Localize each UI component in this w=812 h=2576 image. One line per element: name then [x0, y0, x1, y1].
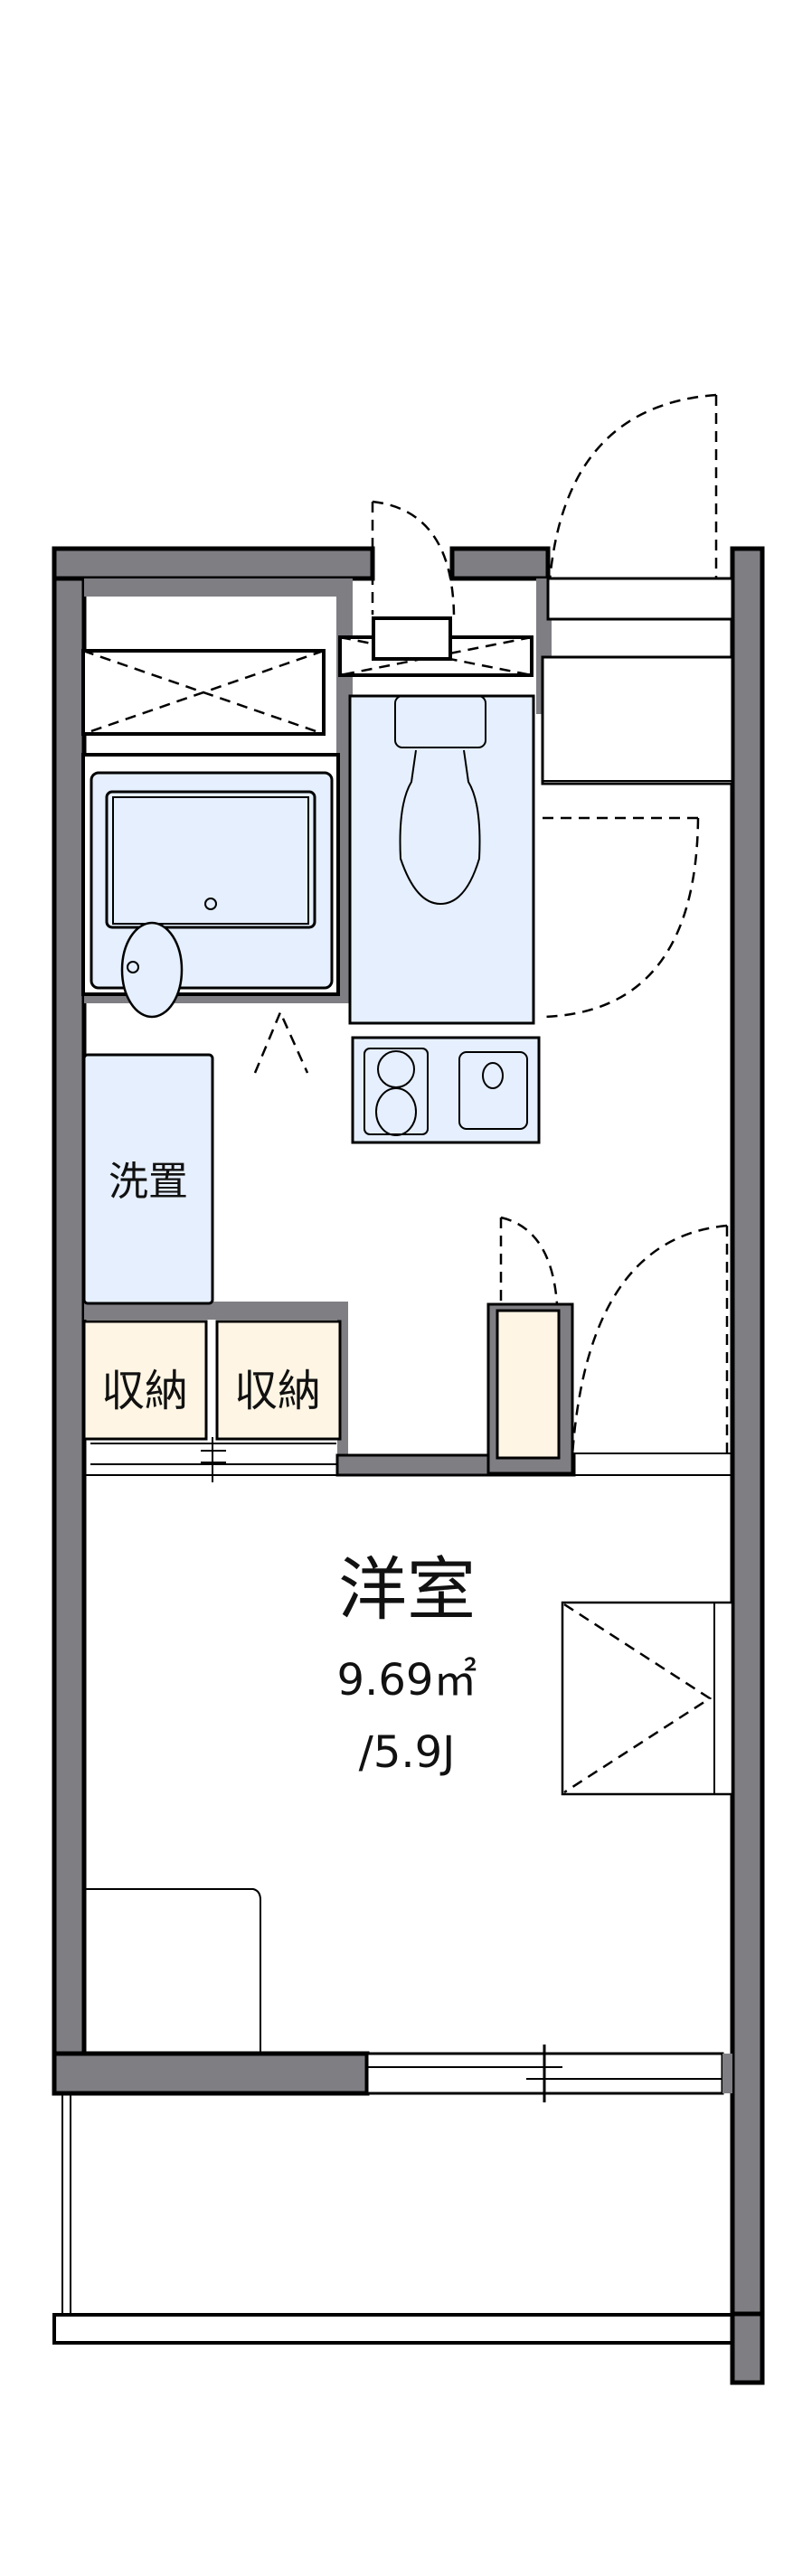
room-area: 9.69㎡: [337, 1655, 477, 1706]
storage-units: 収納 収納: [82, 1320, 342, 1482]
desk: [84, 1888, 261, 2054]
air-conditioner: [561, 1601, 734, 1796]
room-door: [84, 1224, 732, 1476]
walls: [52, 546, 765, 2385]
balcony: [52, 2093, 765, 2385]
toilet-door: [542, 816, 700, 1019]
washer-space: 洗置: [82, 1053, 214, 1305]
room-name: 洋室: [338, 1549, 476, 1630]
small-closet: [496, 1216, 561, 1460]
western-room: 洋室 9.69㎡ /5.9J: [337, 1549, 477, 1778]
washer-label: 洗置: [109, 1159, 188, 1205]
toilet-exterior-door: [371, 500, 456, 616]
storage-label-2: 収納: [234, 1366, 321, 1416]
unit-bath: [81, 753, 340, 1074]
entrance-door: [541, 393, 734, 785]
balcony-window: [365, 2045, 732, 2102]
kitchen: [351, 1036, 541, 1144]
storage-label-1: 収納: [101, 1366, 188, 1416]
room-size: /5.9J: [359, 1727, 456, 1778]
toilet: [348, 694, 535, 1025]
top-closets: [81, 616, 533, 736]
